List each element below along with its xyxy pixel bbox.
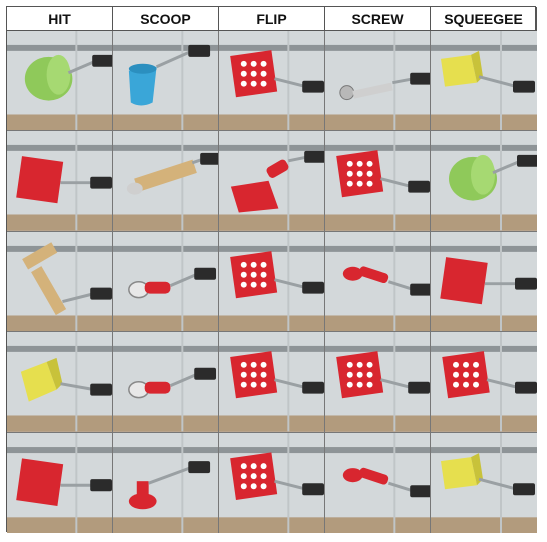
column-header-flip: FLIP <box>219 7 325 31</box>
yellow-cube-image <box>7 332 112 432</box>
red-perforated-plate-image <box>431 332 537 432</box>
photo-scoop-3 <box>113 231 219 333</box>
red-perforated-plate-image <box>325 332 430 432</box>
photo-screw-5 <box>325 432 431 533</box>
photo-flip-3 <box>219 231 325 333</box>
photo-squeegee-1 <box>431 31 537 132</box>
photo-squeegee-4 <box>431 332 537 433</box>
yellow-block-image <box>431 432 537 533</box>
photo-squeegee-2 <box>431 131 537 232</box>
red-handled-tool-image <box>325 231 430 332</box>
photo-hit-1 <box>7 31 113 132</box>
photo-screw-2 <box>325 131 431 232</box>
photo-hit-5 <box>7 432 113 533</box>
red-perforated-plate-image <box>325 131 430 231</box>
column-header-squeegee: SQUEEGEE <box>431 7 537 31</box>
red-spatula-image <box>219 131 324 231</box>
wooden-t-piece-image <box>7 231 112 332</box>
photo-flip-2 <box>219 131 325 232</box>
photo-squeegee-5 <box>431 432 537 533</box>
column-header-scoop: SCOOP <box>113 7 219 31</box>
photo-screw-4 <box>325 332 431 433</box>
photo-screw-3 <box>325 231 431 333</box>
photo-squeegee-3 <box>431 231 537 333</box>
photo-scoop-5 <box>113 432 219 533</box>
blue-cup-image <box>113 31 218 131</box>
red-square-pad-image <box>7 432 112 533</box>
photo-scoop-4 <box>113 332 219 433</box>
green-cylinder-image <box>431 131 537 231</box>
red-square-pad-image <box>7 131 112 231</box>
column-header-hit: HIT <box>7 7 113 31</box>
red-handled-tool-image <box>325 432 430 533</box>
green-cylinder-image <box>7 31 112 131</box>
photo-flip-5 <box>219 432 325 533</box>
photo-hit-2 <box>7 131 113 232</box>
red-perforated-plate-image <box>219 432 324 533</box>
red-perforated-plate-image <box>219 332 324 432</box>
red-handled-scoop-image <box>113 231 218 332</box>
column-header-screw: SCREW <box>325 7 431 31</box>
photo-hit-4 <box>7 332 113 433</box>
red-square-pad-image <box>431 231 537 332</box>
red-perforated-plate-image <box>219 231 324 332</box>
red-handled-scoop-image <box>113 332 218 432</box>
photo-scoop-2 <box>113 131 219 232</box>
photo-flip-1 <box>219 31 325 132</box>
photo-hit-3 <box>7 231 113 333</box>
yellow-block-image <box>431 31 537 131</box>
wooden-spatula-image <box>113 131 218 231</box>
photo-screw-1 <box>325 31 431 132</box>
photo-scoop-1 <box>113 31 219 132</box>
red-plunger-image <box>113 432 218 533</box>
metal-screwdriver-image <box>325 31 430 131</box>
photo-flip-4 <box>219 332 325 433</box>
tool-grid: HIT SCOOP FLIP SCREW SQUEEGEE <box>6 6 537 533</box>
red-perforated-plate-image <box>219 31 324 131</box>
